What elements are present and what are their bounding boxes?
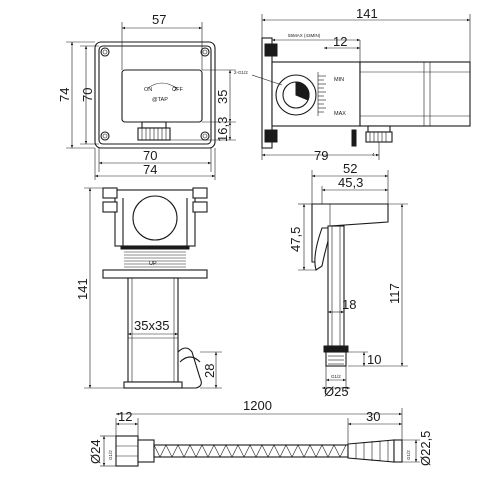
dim-74-left: 74 (57, 88, 72, 102)
dim-12-hose: 12 (118, 409, 132, 424)
dim-47-5: 47,5 (288, 227, 303, 252)
holder-view: UP 141 35x35 28 (75, 187, 222, 389)
front-view: ON OFF @TAP 57 74 70 (57, 12, 236, 180)
dim-18: 18 (342, 297, 356, 312)
holder-up-label: UP (149, 261, 157, 267)
spray-head-view: 52 45,3 47,5 117 18 10 G1/2 Ø25 (288, 161, 408, 399)
dim-57: 57 (152, 12, 166, 27)
dim-30: 30 (366, 409, 380, 424)
hose-braid-icon (153, 444, 347, 458)
dim-22-5: Ø22,5 (418, 431, 433, 466)
dim-1200: 1200 (243, 398, 272, 413)
face-tap-label: @TAP (152, 97, 168, 103)
dim-117: 117 (387, 283, 402, 304)
dim-24: Ø24 (88, 439, 103, 464)
dim-25: Ø25 (324, 384, 349, 399)
side-max-label: MAX (334, 111, 346, 117)
hose-view: 12 1200 30 Ø24 G1/2 Ø22,5 G1/2 (88, 398, 433, 467)
spray-connector-icon (323, 345, 349, 367)
dim-35: 35 (215, 90, 230, 104)
dim-16-3: 16,3 (215, 117, 230, 142)
holder-hook-icon (177, 347, 202, 389)
dim-10: 10 (367, 352, 381, 367)
dim-74-bottom: 74 (143, 162, 157, 177)
dim-79: 79 (314, 148, 328, 163)
dim-141-top: 141 (356, 6, 378, 21)
dim-141-left: 141 (75, 278, 90, 300)
dim-4: 4 (372, 152, 375, 157)
depth-scale-icon (317, 72, 326, 116)
side-thread-label: 2-G1/2 (234, 70, 248, 75)
dim-28: 28 (202, 364, 217, 378)
side-max-min-label: 55MAX (43MIN) (288, 33, 321, 38)
hose-thread-left-label: G1/2 (108, 450, 113, 460)
hose-thread-right-label: G1/2 (406, 450, 411, 460)
dim-52: 52 (343, 161, 357, 176)
dim-12-top: 12 (333, 34, 347, 49)
dim-45-3: 45,3 (338, 175, 363, 190)
side-view: MIN MAX 2-G1/2 141 55MAX (43MIN) 12 (234, 6, 471, 163)
side-outlet-icon (351, 125, 393, 147)
cartridge-icon (295, 81, 310, 101)
mounting-screw-icons (100, 47, 210, 141)
threaded-outlet-icon (137, 121, 171, 141)
face-off-label: OFF (172, 87, 184, 93)
spray-thread-label: G1/2 (331, 374, 341, 379)
dim-70-left: 70 (80, 88, 95, 102)
vent-slots-icon (120, 245, 190, 268)
dim-35x35: 35x35 (134, 318, 169, 333)
side-min-label: MIN (334, 77, 344, 83)
dim-70-bottom: 70 (143, 148, 157, 163)
face-on-label: ON (144, 87, 152, 93)
